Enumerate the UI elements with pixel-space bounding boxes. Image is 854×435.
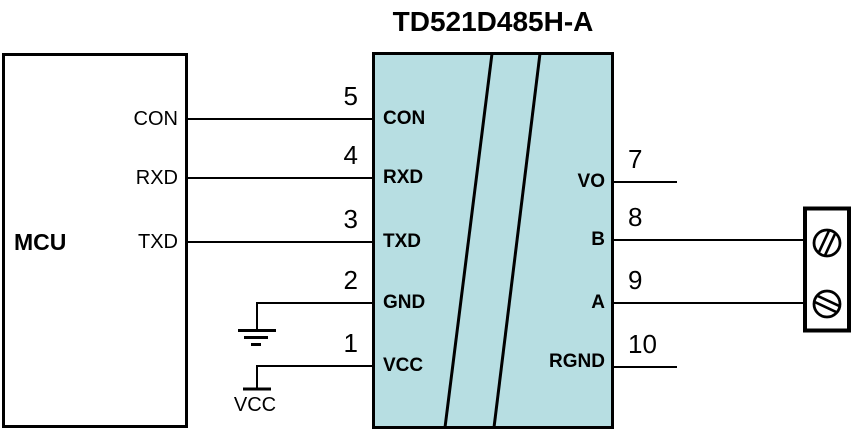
chip-pin-a: A [591,292,605,313]
chip-pin-vcc: VCC [383,355,424,376]
chip-pin-rgnd: RGND [549,351,605,372]
pin-number-1: 1 [343,328,358,358]
pin-number-4: 4 [343,140,358,170]
chip-pin-b: B [591,229,605,250]
mcu-pin-con: CON [133,108,178,130]
chip-pin-con: CON [383,108,426,129]
mcu-box [2,53,188,428]
mcu-pin-rxd: RXD [135,167,178,189]
pin-number-7: 7 [628,144,643,174]
pin-number-3: 3 [343,204,358,234]
screw-terminal-icon-bottom [812,289,842,319]
wire-gnd [256,302,374,330]
chip-pin-gnd: GND [383,292,426,313]
isolation-barrier-line-1 [443,53,494,428]
transceiver-box [372,52,614,429]
chip-title: TD521D485H-A [392,6,594,37]
chip-pin-rxd: RXD [383,167,424,188]
vcc-supply-label: VCC [233,394,277,416]
pin-number-2: 2 [343,265,358,295]
pin-number-5: 5 [343,81,358,111]
chip-pin-txd: TXD [383,231,421,252]
pin-number-8: 8 [628,202,643,232]
screw-terminal-icon-top [812,228,842,258]
pin-number-9: 9 [628,265,643,295]
pin-number-10: 10 [628,329,657,359]
mcu-pin-txd: TXD [138,231,178,253]
wire-vcc [256,365,374,388]
terminal-block [803,206,851,333]
chip-pin-vo: VO [577,171,605,192]
ground-icon [238,329,276,346]
isolation-barrier-line-2 [492,53,542,428]
mcu-label: MCU [14,229,67,255]
